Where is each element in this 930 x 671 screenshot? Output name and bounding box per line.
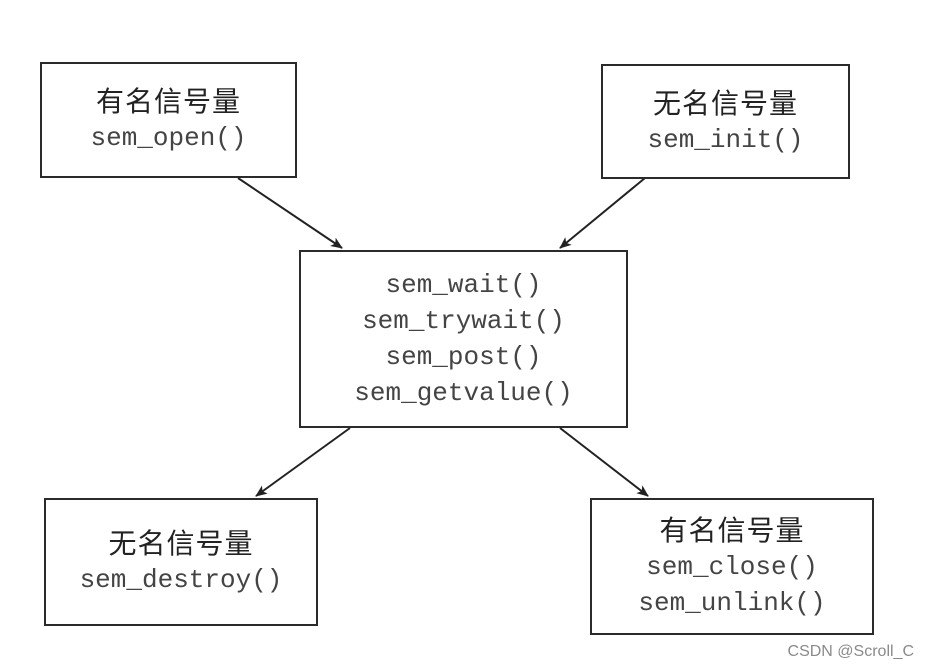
arrow-open-to-ops — [237, 177, 343, 249]
function-sem-init: sem_init() — [647, 124, 804, 155]
function-sem-destroy: sem_destroy() — [79, 565, 283, 595]
unnamed-semaphore-label: 无名信号量 — [652, 86, 798, 120]
arrow-ops-to-close — [559, 427, 649, 497]
unnamed-semaphore-label: 无名信号量 — [108, 527, 254, 560]
arrow-ops-to-destroy — [255, 427, 351, 497]
named-semaphore-open-box: 有名信号量 sem_open() — [40, 62, 297, 178]
unnamed-semaphore-init-box: 无名信号量 sem_init() — [601, 64, 850, 179]
named-semaphore-label: 有名信号量 — [659, 513, 805, 547]
arrow-init-to-ops — [559, 177, 646, 249]
function-sem-close: sem_close() — [646, 551, 818, 582]
named-semaphore-label: 有名信号量 — [95, 85, 241, 118]
unnamed-semaphore-destroy-box: 无名信号量 sem_destroy() — [44, 498, 318, 626]
function-sem-post: sem_post() — [385, 342, 542, 372]
common-operations-box: sem_wait() sem_trywait() sem_post() sem_… — [299, 250, 628, 428]
function-sem-open: sem_open() — [90, 123, 247, 153]
named-semaphore-close-box: 有名信号量 sem_close() sem_unlink() — [590, 498, 874, 635]
function-sem-trywait: sem_trywait() — [362, 306, 565, 336]
function-sem-unlink: sem_unlink() — [638, 587, 826, 618]
csdn-watermark: CSDN @Scroll_C — [787, 643, 914, 660]
function-sem-wait: sem_wait() — [385, 270, 542, 300]
function-sem-getvalue: sem_getvalue() — [354, 378, 573, 408]
